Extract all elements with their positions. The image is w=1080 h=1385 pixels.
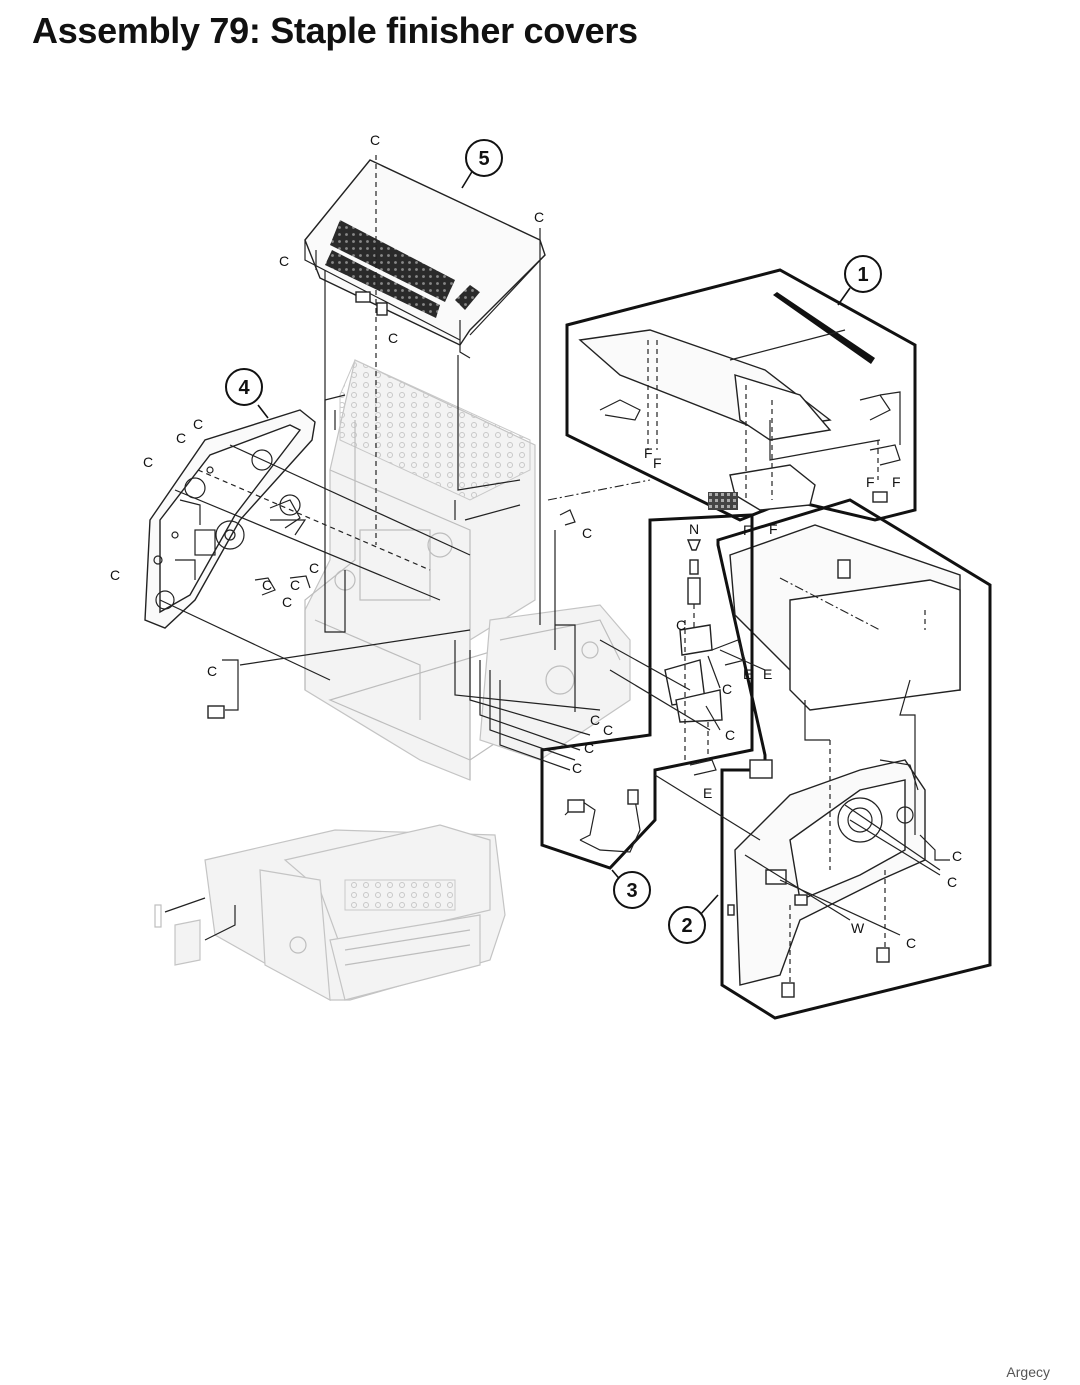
fastener-label-e: E bbox=[763, 666, 772, 682]
fastener-label-c: C bbox=[603, 722, 613, 738]
callout-2-label: 2 bbox=[681, 915, 692, 937]
part-5-top-cover bbox=[304, 159, 546, 359]
fastener-label-c: C bbox=[143, 454, 153, 470]
fastener-label-n: N bbox=[689, 521, 699, 537]
footer-watermark: Argecy bbox=[1006, 1364, 1050, 1380]
fastener-label-c: C bbox=[309, 560, 319, 576]
fastener-label-c: C bbox=[590, 712, 600, 728]
bracket-parts bbox=[664, 539, 746, 776]
fastener-label-f: F bbox=[866, 474, 875, 490]
fastener-label-f: F bbox=[892, 474, 901, 490]
fastener-label-c: C bbox=[290, 577, 300, 593]
fastener-label-f: F bbox=[769, 521, 778, 537]
page-title: Assembly 79: Staple finisher covers bbox=[32, 10, 638, 51]
callout-2: 2 bbox=[668, 906, 706, 944]
callout-3: 3 bbox=[613, 871, 651, 909]
loose-fasteners bbox=[207, 499, 576, 719]
fastener-label-c: C bbox=[584, 740, 594, 756]
fastener-label-w: W bbox=[851, 920, 865, 936]
fastener-labels: C C C C C C C C C C C C C C C C C C C C … bbox=[110, 132, 962, 951]
fastener-label-c: C bbox=[110, 567, 120, 583]
fastener-label-c: C bbox=[262, 577, 272, 593]
callout-1: 1 bbox=[844, 255, 882, 293]
fastener-label-c: C bbox=[207, 663, 217, 679]
fastener-label-c: C bbox=[282, 594, 292, 610]
fastener-label-c: C bbox=[193, 416, 203, 432]
callout-5-label: 5 bbox=[478, 148, 489, 170]
assembly-leader-lines bbox=[159, 155, 950, 936]
fastener-label-c: C bbox=[722, 681, 732, 697]
fastener-label-c: C bbox=[388, 330, 398, 346]
part-3-sensor-harness bbox=[540, 513, 754, 883]
fastener-label-c: C bbox=[676, 617, 686, 633]
fastener-label-c: C bbox=[534, 209, 544, 225]
fastener-label-c: C bbox=[582, 525, 592, 541]
fastener-label-c: C bbox=[952, 848, 962, 864]
fastener-label-c: C bbox=[370, 132, 380, 148]
fastener-label-c: C bbox=[725, 727, 735, 743]
fastener-label-e: E bbox=[703, 785, 712, 801]
callout-4-label: 4 bbox=[238, 377, 250, 399]
fastener-label-c: C bbox=[279, 253, 289, 269]
fastener-label-f: F bbox=[653, 455, 662, 471]
fastener-label-c: C bbox=[176, 430, 186, 446]
fastener-label-c: C bbox=[906, 935, 916, 951]
fastener-label-c: C bbox=[572, 760, 582, 776]
part-2-front-cover bbox=[699, 498, 992, 1020]
fastener-label-f: F bbox=[743, 522, 752, 538]
part-1-rear-cover bbox=[565, 268, 917, 522]
finisher-reference-ghost bbox=[154, 824, 506, 1002]
callout-3-label: 3 bbox=[626, 880, 637, 902]
callout-1-label: 1 bbox=[857, 264, 868, 286]
callout-5: 5 bbox=[465, 139, 503, 177]
fastener-label-e: E bbox=[743, 666, 752, 682]
fastener-label-c: C bbox=[947, 874, 957, 890]
callout-4: 4 bbox=[225, 368, 263, 406]
fastener-label-f: F bbox=[644, 445, 653, 461]
finisher-frame-ghost bbox=[304, 359, 631, 781]
